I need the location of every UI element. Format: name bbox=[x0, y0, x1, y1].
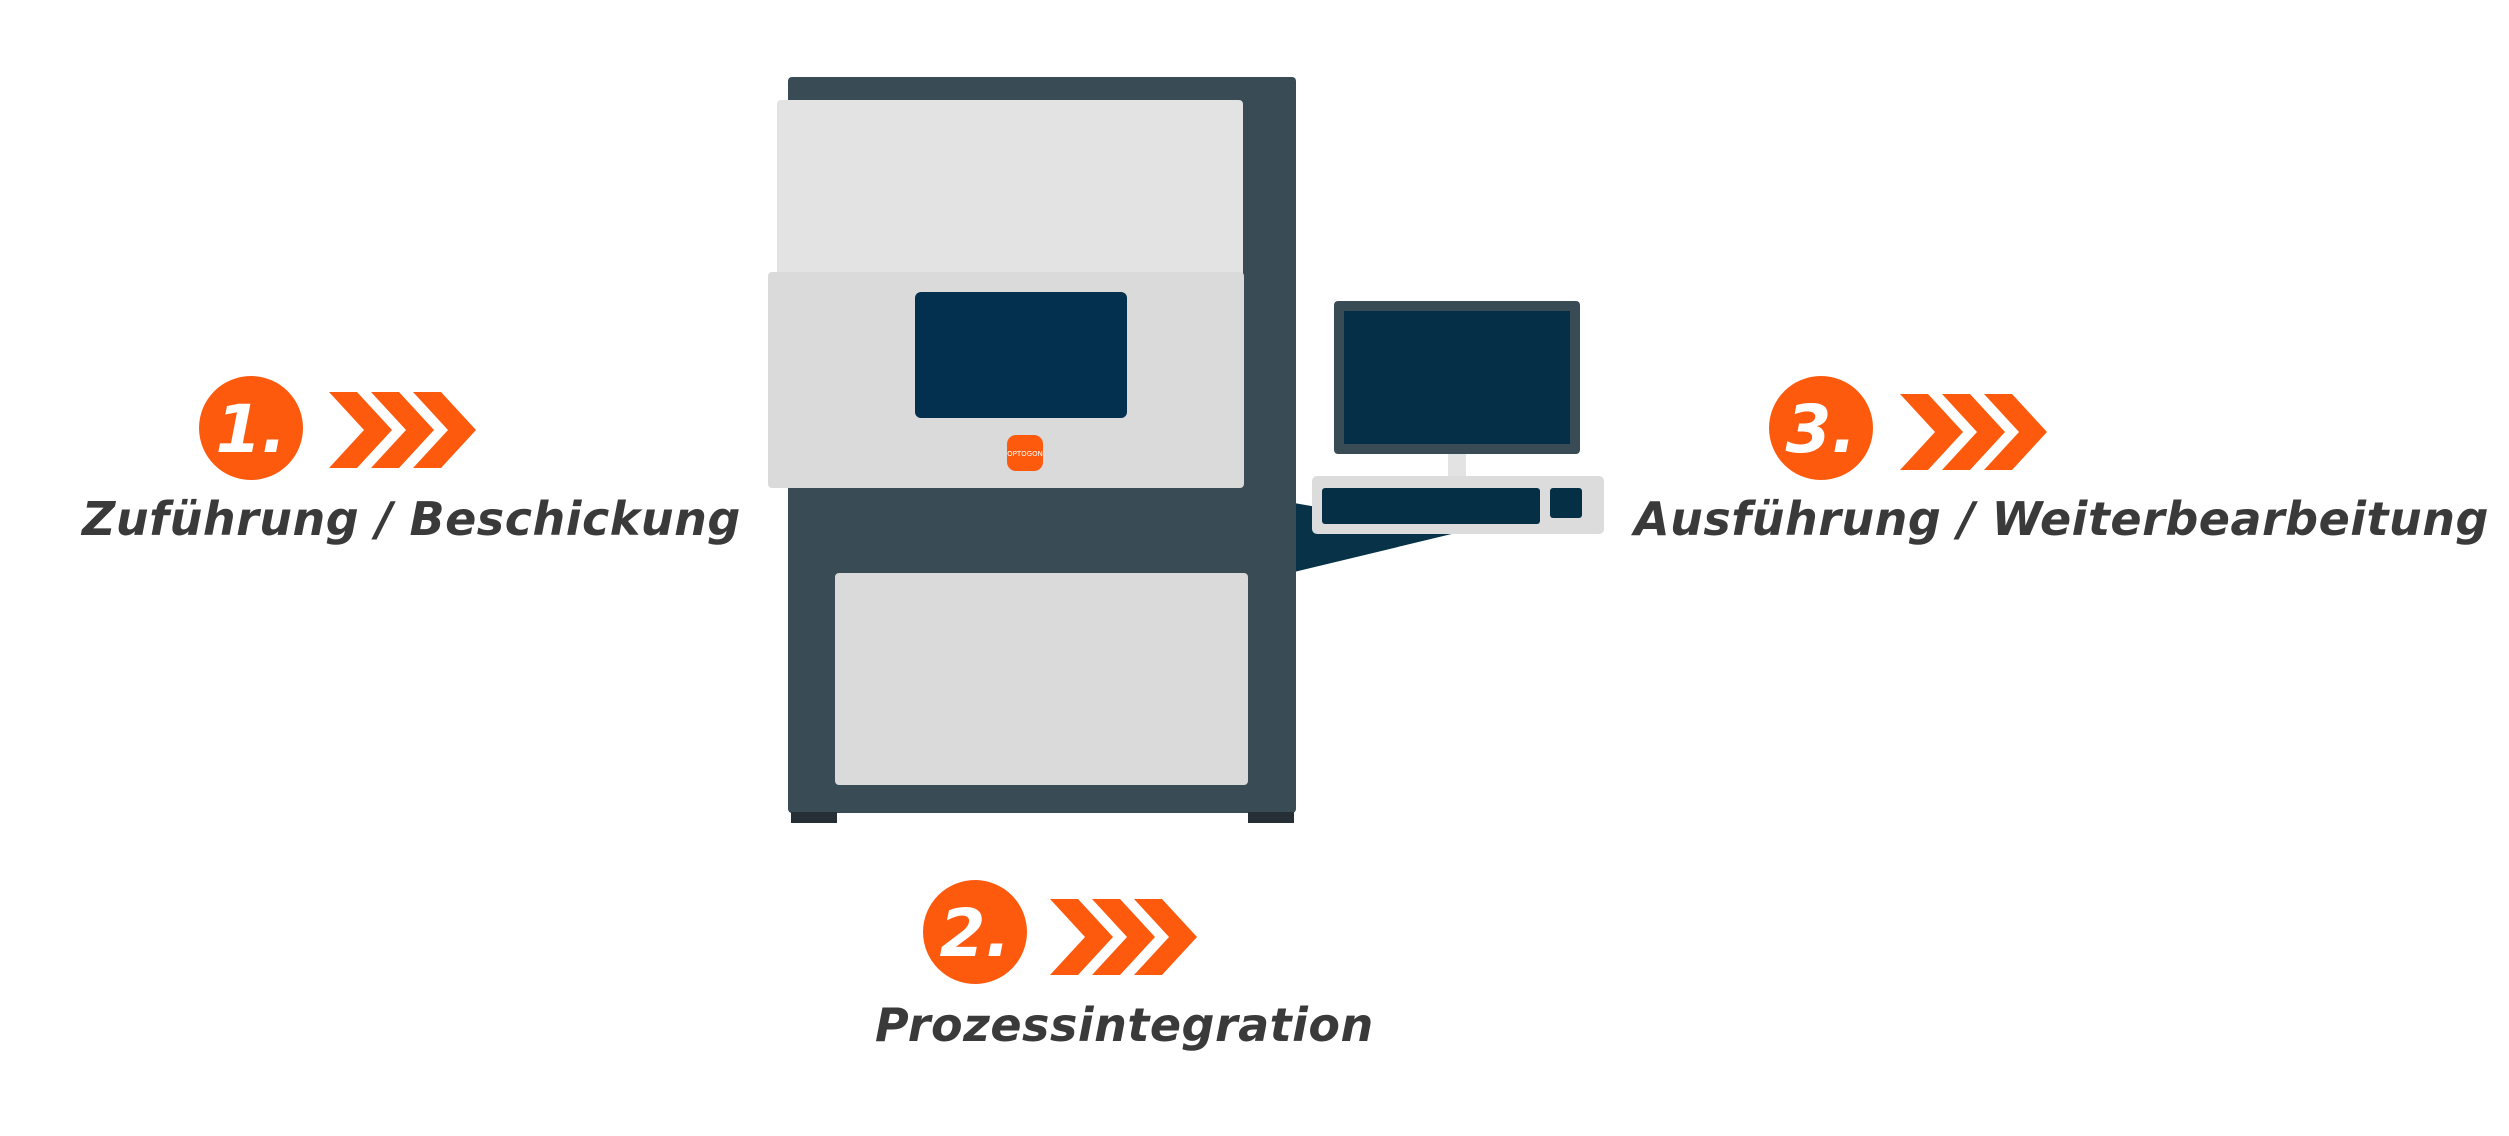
monitor-stand bbox=[1448, 454, 1466, 478]
step-2-number: 2. bbox=[940, 895, 1011, 972]
step-3-label: Ausführung / Weiterbearbeitung bbox=[1634, 492, 2489, 546]
step-3: 3. bbox=[1769, 376, 2047, 480]
step-1-label: Zuführung / Beschickung bbox=[82, 492, 741, 546]
step-1-badge bbox=[199, 376, 303, 480]
step-3-badge bbox=[1769, 376, 1873, 480]
step-2-label: Prozessintegration bbox=[875, 998, 1374, 1052]
step-2: 2. bbox=[923, 880, 1197, 984]
chevron-arrows-icon bbox=[1050, 899, 1197, 975]
machine-illustration: OPTOGON bbox=[768, 77, 1460, 823]
chevron-arrows-icon bbox=[1900, 394, 2047, 470]
keyboard-keypad bbox=[1550, 488, 1582, 518]
machine-logo-text: OPTOGON bbox=[1007, 450, 1043, 458]
monitor-screen bbox=[1344, 311, 1570, 444]
step-2-badge bbox=[923, 880, 1027, 984]
machine-foot-right bbox=[1248, 812, 1294, 823]
step-1-number: 1. bbox=[216, 391, 287, 468]
chevron-arrows-icon bbox=[329, 392, 476, 468]
computer-terminal bbox=[1312, 301, 1604, 534]
machine-foot-left bbox=[791, 812, 837, 823]
step-3-number: 3. bbox=[1786, 391, 1857, 468]
machine-logo-badge bbox=[1007, 435, 1043, 471]
machine-lower-panel bbox=[835, 573, 1248, 785]
step-1: 1. bbox=[199, 376, 476, 480]
keyboard bbox=[1322, 488, 1540, 524]
machine-top-panel bbox=[777, 100, 1243, 290]
machine-screen bbox=[915, 292, 1127, 418]
